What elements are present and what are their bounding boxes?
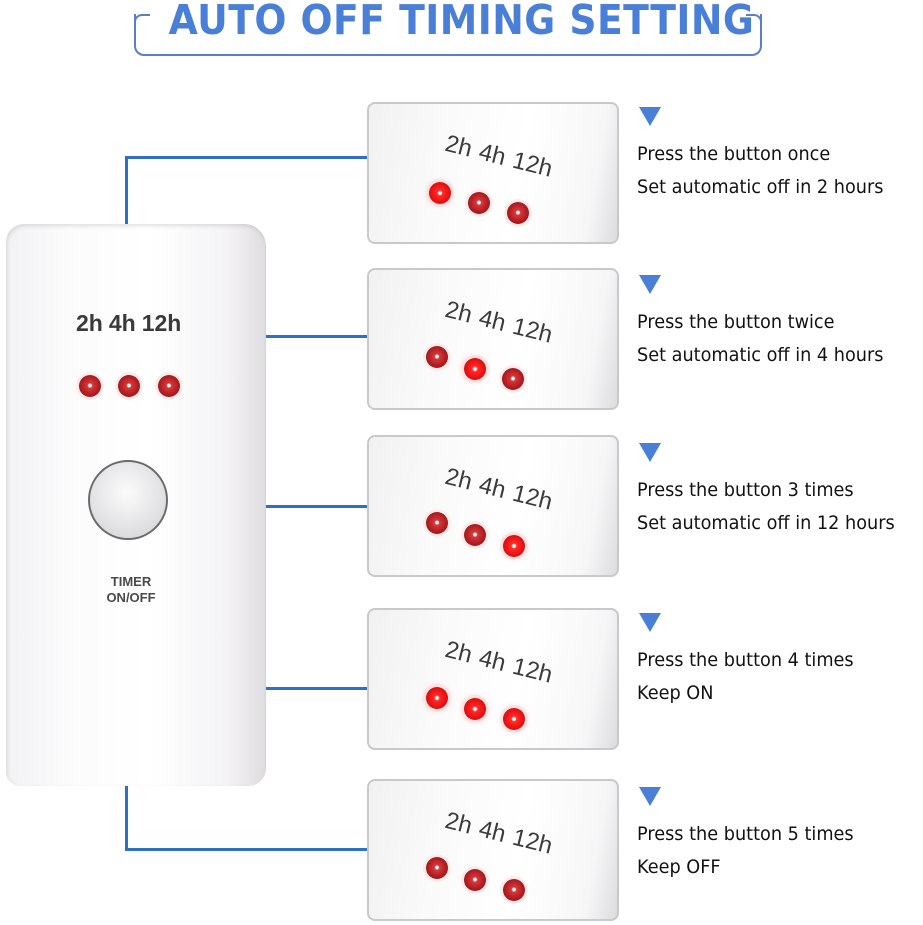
step-result: Set automatic off in 12 hours (637, 512, 895, 534)
caption-line-1: TIMER (110, 574, 152, 589)
step-panel-1: 2h4h12h (367, 102, 619, 244)
label-2h: 2h (442, 807, 475, 840)
label-2h: 2h (442, 636, 475, 669)
connector-line-1-vertical (125, 156, 128, 226)
panel-led-4h (464, 869, 486, 891)
device-led-12h (158, 375, 180, 397)
label-4h: 4h (108, 310, 136, 336)
page-title: AUTO OFF TIMING SETTING (168, 0, 755, 44)
panel-led-12h (503, 879, 525, 901)
triangle-down-icon (639, 275, 661, 294)
connector-line-5-horizontal (125, 848, 368, 851)
timer-button-caption: TIMER ON/OFF (76, 574, 186, 606)
panel-led-12h (503, 708, 525, 730)
label-4h: 4h (476, 815, 509, 849)
caption-line-2: ON/OFF (106, 590, 156, 605)
triangle-down-icon (639, 443, 661, 462)
panel-labels: 2h4h12h (442, 463, 563, 519)
panel-led-2h (426, 512, 448, 534)
triangle-down-icon (639, 613, 661, 632)
step-2-text: Press the button twice Set automatic off… (637, 275, 923, 372)
label-12h: 12h (509, 146, 556, 183)
label-4h: 4h (476, 471, 509, 505)
step-action: Press the button 4 times (637, 649, 854, 671)
panel-led-2h (426, 687, 448, 709)
panel-led-2h (429, 182, 451, 204)
device-led-2h (79, 375, 101, 397)
label-4h: 4h (476, 644, 509, 678)
panel-led-4h (464, 358, 486, 380)
label-12h: 12h (509, 823, 556, 860)
label-12h: 12h (509, 312, 556, 349)
label-12h: 12h (141, 310, 182, 336)
connector-line-1-horizontal (125, 156, 368, 159)
panel-led-4h (464, 524, 486, 546)
panel-labels: 2h4h12h (442, 130, 563, 186)
triangle-down-icon (639, 787, 661, 806)
connector-line-3 (262, 505, 368, 508)
panel-led-2h (426, 346, 448, 368)
step-4-text: Press the button 4 times Keep ON (637, 613, 923, 710)
panel-led-4h (468, 192, 490, 214)
step-panel-5: 2h4h12h (367, 779, 619, 921)
step-result: Keep ON (637, 682, 714, 704)
timer-on-off-button[interactable] (88, 460, 168, 540)
panel-led-12h (503, 535, 525, 557)
title-frame (134, 14, 762, 56)
label-2h: 2h (442, 130, 475, 163)
step-action: Press the button 5 times (637, 823, 854, 845)
step-action: Press the button once (637, 143, 831, 165)
step-result: Keep OFF (637, 856, 721, 878)
panel-labels: 2h4h12h (442, 636, 563, 692)
panel-led-12h (502, 368, 524, 390)
connector-line-4 (262, 687, 368, 690)
label-4h: 4h (476, 138, 509, 172)
panel-labels: 2h4h12h (442, 807, 563, 863)
step-result: Set automatic off in 4 hours (637, 344, 884, 366)
panel-labels: 2h4h12h (442, 296, 563, 352)
step-action: Press the button twice (637, 311, 835, 333)
step-5-text: Press the button 5 times Keep OFF (637, 787, 923, 884)
panel-led-4h (464, 698, 486, 720)
panel-led-12h (507, 202, 529, 224)
step-result: Set automatic off in 2 hours (637, 176, 884, 198)
connector-line-5-vertical (125, 780, 128, 851)
label-12h: 12h (509, 652, 556, 689)
step-panel-4: 2h4h12h (367, 608, 619, 750)
device-led-4h (118, 375, 140, 397)
label-12h: 12h (509, 479, 556, 516)
label-2h: 2h (442, 296, 475, 329)
step-1-text: Press the button once Set automatic off … (637, 107, 923, 204)
label-4h: 4h (476, 304, 509, 338)
label-2h: 2h (442, 463, 475, 496)
triangle-down-icon (639, 107, 661, 126)
label-2h: 2h (76, 310, 103, 336)
step-panel-3: 2h4h12h (367, 435, 619, 577)
panel-led-2h (426, 857, 448, 879)
step-panel-2: 2h4h12h (367, 268, 619, 410)
step-3-text: Press the button 3 times Set automatic o… (637, 443, 923, 540)
step-action: Press the button 3 times (637, 479, 854, 501)
connector-line-2 (262, 335, 368, 338)
